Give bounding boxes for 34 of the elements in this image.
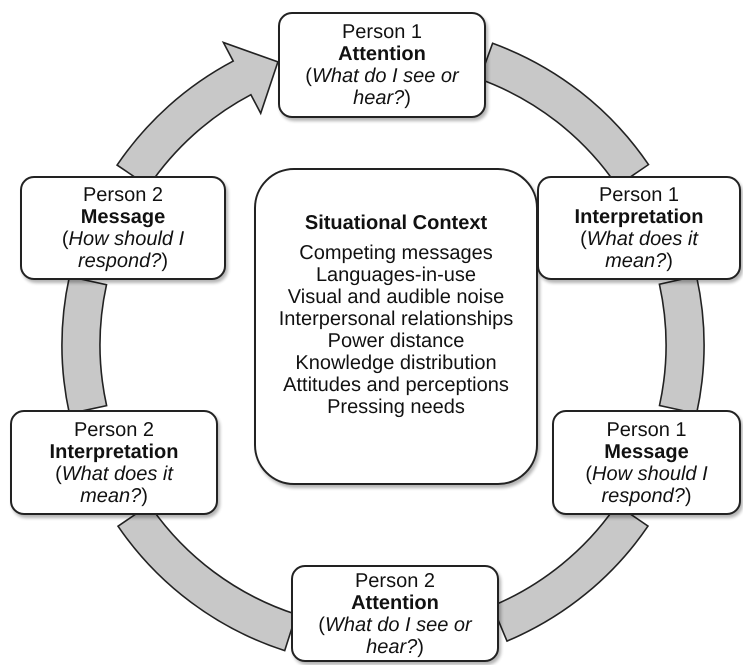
person-label: Person 1 bbox=[342, 21, 422, 43]
person-label: Person 2 bbox=[354, 570, 436, 592]
context-box bbox=[254, 168, 538, 485]
context-item: Attitudes and perceptions bbox=[283, 374, 509, 396]
stage-label: Interpretation bbox=[574, 206, 704, 228]
stage-label: Message bbox=[80, 206, 166, 228]
question-text: (How should I respond?) bbox=[60, 228, 186, 272]
stage-label: Interpretation bbox=[50, 440, 178, 462]
context-item: Pressing needs bbox=[327, 396, 465, 418]
stage-label: Attention bbox=[338, 43, 426, 65]
question-text: (What do I see or hear?) bbox=[304, 65, 460, 109]
context-item: Knowledge distribution bbox=[295, 352, 497, 374]
context-item: Interpersonal relationships bbox=[278, 308, 514, 330]
stage-box bbox=[20, 176, 226, 280]
stage-box bbox=[552, 410, 741, 515]
context-heading: Situational Context bbox=[304, 212, 488, 234]
person-label: Person 1 bbox=[606, 418, 687, 440]
stage-label: Attention bbox=[351, 592, 439, 614]
person-label: Person 2 bbox=[82, 184, 164, 206]
person-label: Person 2 bbox=[74, 418, 154, 440]
question-text: (What does it mean?) bbox=[54, 462, 174, 506]
context-item: Power distance bbox=[328, 330, 464, 352]
context-item: Competing messages bbox=[299, 242, 493, 264]
question-text: (How should I respond?) bbox=[584, 462, 709, 506]
stage-box bbox=[537, 176, 741, 280]
stage-box bbox=[10, 410, 218, 515]
context-item: Languages-in-use bbox=[316, 264, 476, 286]
stage-box bbox=[278, 12, 486, 118]
question-text: (What does it mean?) bbox=[579, 228, 700, 272]
stage-label: Message bbox=[604, 440, 689, 462]
question-text: (What do I see or hear?) bbox=[317, 614, 474, 658]
person-label: Person 1 bbox=[598, 184, 680, 206]
context-item: Visual and audible noise bbox=[288, 286, 504, 308]
stage-box bbox=[291, 565, 499, 662]
